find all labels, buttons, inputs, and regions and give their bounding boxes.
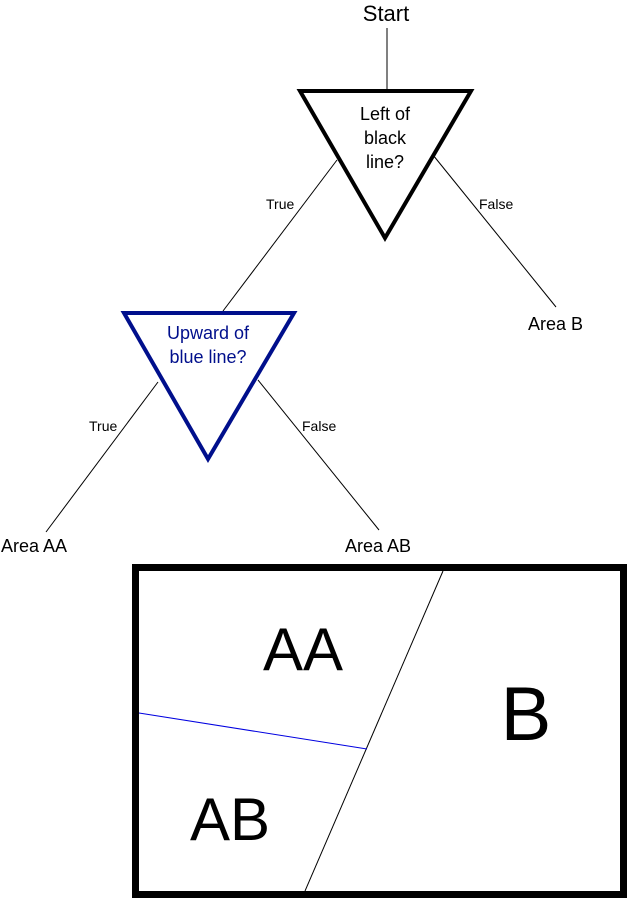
leaf-area-b: Area B [528, 314, 583, 334]
edge-q1-false [432, 154, 557, 308]
region-label-b: B [501, 672, 552, 757]
region-label-ab: AB [190, 786, 270, 853]
q1-line-1: Left of [360, 104, 411, 124]
black-split-line [304, 570, 444, 892]
edge-label-q1-true: True [266, 196, 294, 212]
decision-node-q2 [120, 311, 298, 463]
edge-q2-false [257, 379, 380, 531]
q1-line-3: line? [366, 152, 404, 172]
q1-line-2: black [364, 128, 407, 148]
edge-q2-true [45, 381, 159, 533]
q2-line-2: blue line? [169, 347, 246, 367]
q2-line-1: Upward of [167, 323, 250, 343]
start-label: Start [363, 1, 409, 26]
blue-split-line [138, 712, 368, 750]
leaf-area-ab: Area AB [345, 536, 411, 556]
decision-node-q1 [296, 89, 475, 242]
leaf-area-aa: Area AA [1, 536, 67, 556]
edge-q1-true [222, 159, 338, 312]
edge-label-q1-false: False [479, 196, 513, 212]
edge-label-q2-false: False [302, 418, 336, 434]
region-label-aa: AA [263, 616, 343, 683]
edge-label-q2-true: True [89, 418, 117, 434]
region-map-frame [132, 564, 627, 898]
